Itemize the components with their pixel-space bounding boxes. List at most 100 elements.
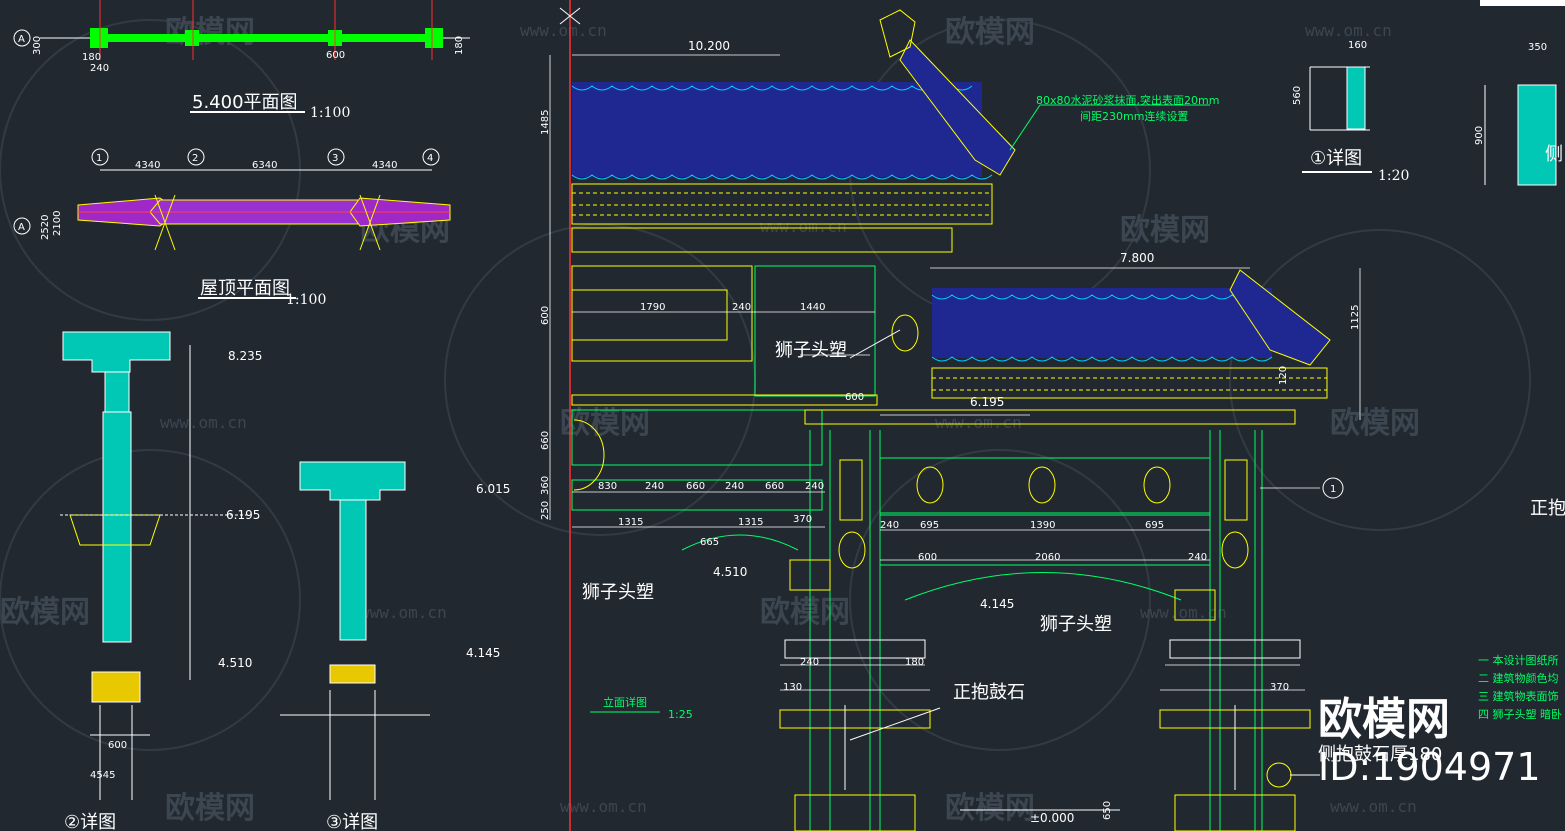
- note-concrete-1: 80x80水泥砂浆抹面,突出表面20mm: [1036, 93, 1219, 107]
- watermark-brand: 欧模网: [945, 15, 1035, 50]
- watermark-url: www.om.cn: [1140, 603, 1227, 622]
- label-lion-head: 狮子头塑: [1040, 614, 1112, 635]
- axis-label: 4: [427, 153, 433, 164]
- dim-text: 180: [82, 52, 101, 63]
- dim-text: 2060: [1035, 552, 1060, 563]
- level-label: 4.510: [218, 656, 252, 670]
- watermark-brand: 欧模网: [945, 791, 1035, 826]
- stamp-id: ID:1904971: [1318, 745, 1541, 789]
- axis-label: 1: [1330, 484, 1336, 495]
- watermark-layer: [0, 19, 1531, 751]
- dim-text: 180: [454, 36, 465, 55]
- level-label: ±0.000: [1030, 811, 1074, 825]
- dim-text: 240: [645, 481, 664, 492]
- watermark-url: www.om.cn: [160, 413, 247, 432]
- label-lion-head: 狮子头塑: [582, 582, 654, 603]
- roof-plan: 1 2 3 4 4340 6340 4340 A 2520 2100 屋顶平面图…: [13, 148, 451, 308]
- label-drum-stone: 正抱鼓石: [953, 682, 1025, 703]
- dim-text: 6340: [252, 160, 277, 171]
- dim-text: 600: [326, 50, 345, 61]
- dim-text: 240: [800, 657, 819, 668]
- axis-label: 3: [332, 153, 338, 164]
- watermark-brand: 欧模网: [1120, 213, 1210, 248]
- dim-text: 240: [805, 481, 824, 492]
- dim-text: 695: [920, 520, 939, 531]
- level-label: 6.195: [970, 395, 1004, 409]
- dim-text: 1315: [738, 517, 763, 528]
- dim-text: 650: [1102, 801, 1113, 820]
- scale-text: 1:20: [1378, 168, 1409, 184]
- dim-text: 1440: [800, 302, 825, 313]
- dim-text: 1790: [640, 302, 665, 313]
- watermark-url: www.om.cn: [760, 217, 847, 236]
- main-elevation: 1 10.200 7.800 6.195 4.510 4.145 ±0.000 …: [540, 0, 1442, 831]
- dim-text: 900: [1474, 126, 1485, 145]
- dim-text: 120: [1278, 366, 1289, 385]
- design-note: 二 建筑物颜色均: [1478, 671, 1559, 685]
- dim-text: 2520: [40, 215, 51, 240]
- watermark-url: www.om.cn: [935, 413, 1022, 432]
- detail-1: 560 160 ①详图 1:20 900 350 侧 正抱: [1292, 0, 1565, 519]
- dim-text: 240: [880, 520, 899, 531]
- level-label: 4.510: [713, 565, 747, 579]
- watermark-url: www.om.cn: [1330, 797, 1417, 816]
- scale-text: 1:25: [668, 708, 693, 721]
- watermark-url: www.om.cn: [360, 603, 447, 622]
- level-label: 6.015: [476, 482, 510, 496]
- dim-text: 1390: [1030, 520, 1055, 531]
- dim-text: 600: [918, 552, 937, 563]
- label-right-edge: 正抱: [1530, 498, 1565, 519]
- design-note: 四 狮子头塑 暗卧: [1478, 707, 1562, 721]
- watermark-url: www.om.cn: [520, 21, 607, 40]
- axis-a-label: A: [18, 222, 25, 233]
- title-detail-2: ②详图: [64, 812, 116, 831]
- level-label: 4.145: [466, 646, 500, 660]
- dim-text: 240: [725, 481, 744, 492]
- axis-label: 2: [192, 153, 198, 164]
- watermark-brand: 欧模网: [165, 791, 255, 826]
- title-plan-5400: 5.400平面图: [192, 92, 298, 113]
- scale-text: 1:100: [286, 292, 326, 308]
- dim-text: 240: [90, 63, 109, 74]
- dim-text: 2100: [52, 211, 63, 236]
- dim-text: 600: [540, 306, 551, 325]
- title-detail-3: ③详图: [326, 812, 378, 831]
- design-note: 三 建筑物表面饰: [1478, 689, 1559, 703]
- stamp-brand: 欧模网: [1318, 694, 1450, 745]
- label-side-drum-stone: 侧抱鼓石厚180: [1318, 744, 1442, 765]
- dim-text: 830: [598, 481, 617, 492]
- title-elevation: 立面详图: [603, 695, 647, 709]
- dim-text: 350: [1528, 42, 1547, 53]
- dim-text: 665: [700, 537, 719, 548]
- om-stamp: 欧模网 ID:1904971: [1318, 694, 1541, 789]
- dim-text: 360: [540, 476, 551, 495]
- design-note: 一 本设计图纸所: [1478, 653, 1559, 667]
- note-concrete-2: 间距230mm连续设置: [1080, 109, 1188, 123]
- dim-text: 1485: [540, 110, 551, 135]
- level-label: 7.800: [1120, 251, 1154, 265]
- watermark-text-layer: 欧模网 欧模网 www.om.cn www.om.cn 欧模网 欧模网 www.…: [0, 15, 1420, 826]
- dim-text: 660: [540, 431, 551, 450]
- dim-text: 695: [1145, 520, 1164, 531]
- watermark-brand: 欧模网: [760, 595, 850, 630]
- dim-text: 660: [686, 481, 705, 492]
- level-label: 4.145: [980, 597, 1014, 611]
- dim-text: 240: [732, 302, 751, 313]
- dim-text: 4340: [372, 160, 397, 171]
- dim-text: 560: [1292, 86, 1303, 105]
- dim-text: 600: [845, 392, 864, 403]
- watermark-url: www.om.cn: [560, 797, 647, 816]
- level-label: 6.195: [226, 508, 260, 522]
- scale-text: 1:100: [310, 105, 350, 121]
- watermark-brand: 欧模网: [165, 15, 255, 50]
- dim-text: 1315: [618, 517, 643, 528]
- title-roof-plan: 屋顶平面图: [200, 278, 290, 299]
- dim-text: 4545: [90, 770, 115, 781]
- label-lion-head: 狮子头塑: [775, 340, 847, 361]
- detail-3-column: 6.015 4.145 ③详图: [280, 461, 510, 831]
- dim-text: 370: [793, 514, 812, 525]
- dim-text: 130: [783, 682, 802, 693]
- level-label: 8.235: [228, 349, 262, 363]
